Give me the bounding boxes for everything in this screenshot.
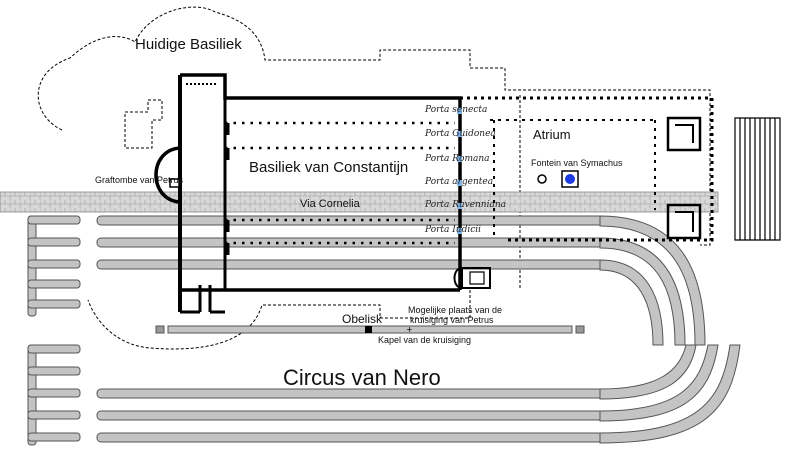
starting-gates-lower — [27, 344, 81, 446]
obelisk-marker — [365, 326, 372, 333]
atrium-label: Atrium — [533, 127, 571, 142]
crucifixion-place-label-line2: kruisiging van Petrus — [410, 315, 494, 325]
gate-label: Porta Iudicii — [425, 225, 482, 235]
starting-gates-upper — [27, 215, 81, 317]
old-crypt-outline — [124, 99, 163, 149]
circus-label: Circus van Nero — [283, 365, 441, 390]
facade-gates — [457, 108, 462, 234]
cross-marker: + — [406, 325, 413, 334]
gate-label: Porta Guidonea — [425, 129, 496, 139]
peter-tomb-label: Graftombe van Petrus — [95, 175, 184, 185]
gate-label: Porta Romana — [425, 154, 490, 164]
entrance-stairs — [734, 117, 781, 241]
fountain-basin — [537, 174, 547, 184]
fountain-label: Fontein van Symachus — [531, 158, 623, 168]
chapel-label: Kapel van de kruisiging — [378, 335, 472, 345]
gate-label: Porta senecta — [425, 105, 488, 115]
circus-lower-lanes — [96, 344, 741, 444]
via-cornelia-label: Via Cornelia — [300, 198, 360, 210]
present-basilica-label: Huidige Basiliek — [135, 36, 242, 53]
gate-label: Porta Ravenniana — [425, 200, 507, 210]
crucifixion-place-label-line1: Mogelijke plaats van de — [408, 305, 503, 315]
chapel-structure — [453, 267, 491, 289]
obelisk-label: Obelisk — [342, 312, 383, 326]
atrium-walls — [460, 96, 714, 242]
constantine-basilica-label: Basiliek van Constantijn — [249, 159, 409, 176]
tomb-of-peter — [169, 178, 180, 188]
gate-label: Porta argentea — [425, 177, 494, 187]
